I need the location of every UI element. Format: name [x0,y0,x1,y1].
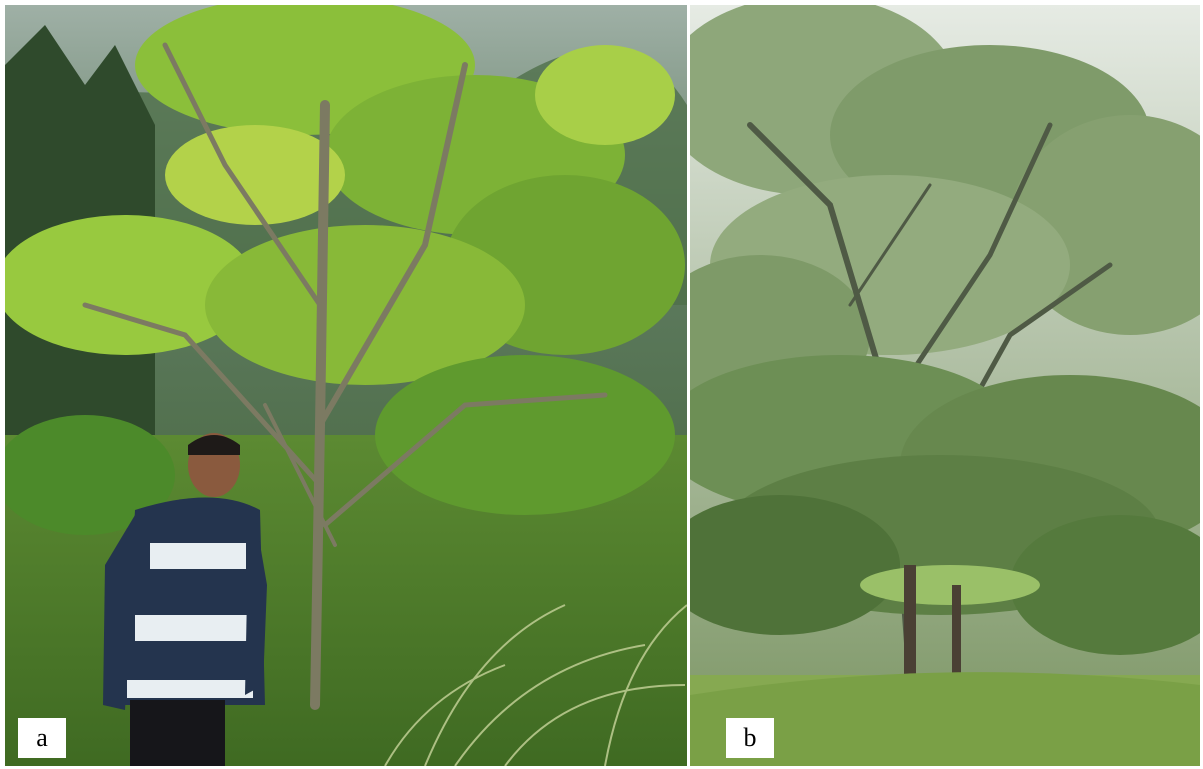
panel-a-scene [5,5,687,766]
panel-a-tree-trunk [82,42,608,710]
panel-b-grass-layer [690,672,1200,766]
panel-b-canopy [690,5,1200,415]
panel-a-photo: a [5,5,687,766]
panel-b-photo: b [690,5,1200,766]
panel-label-a: a [18,718,66,758]
panel-label-b: b [726,718,774,758]
panel-a-person [103,433,267,766]
panel-a-grass [384,604,687,766]
panel-a-foliage [5,5,685,535]
panel-b-trunk [904,565,916,685]
panel-b-trunk-2 [952,585,961,685]
panel-b-scene [690,5,1200,766]
panel-b-lower-foliage [690,355,1200,655]
